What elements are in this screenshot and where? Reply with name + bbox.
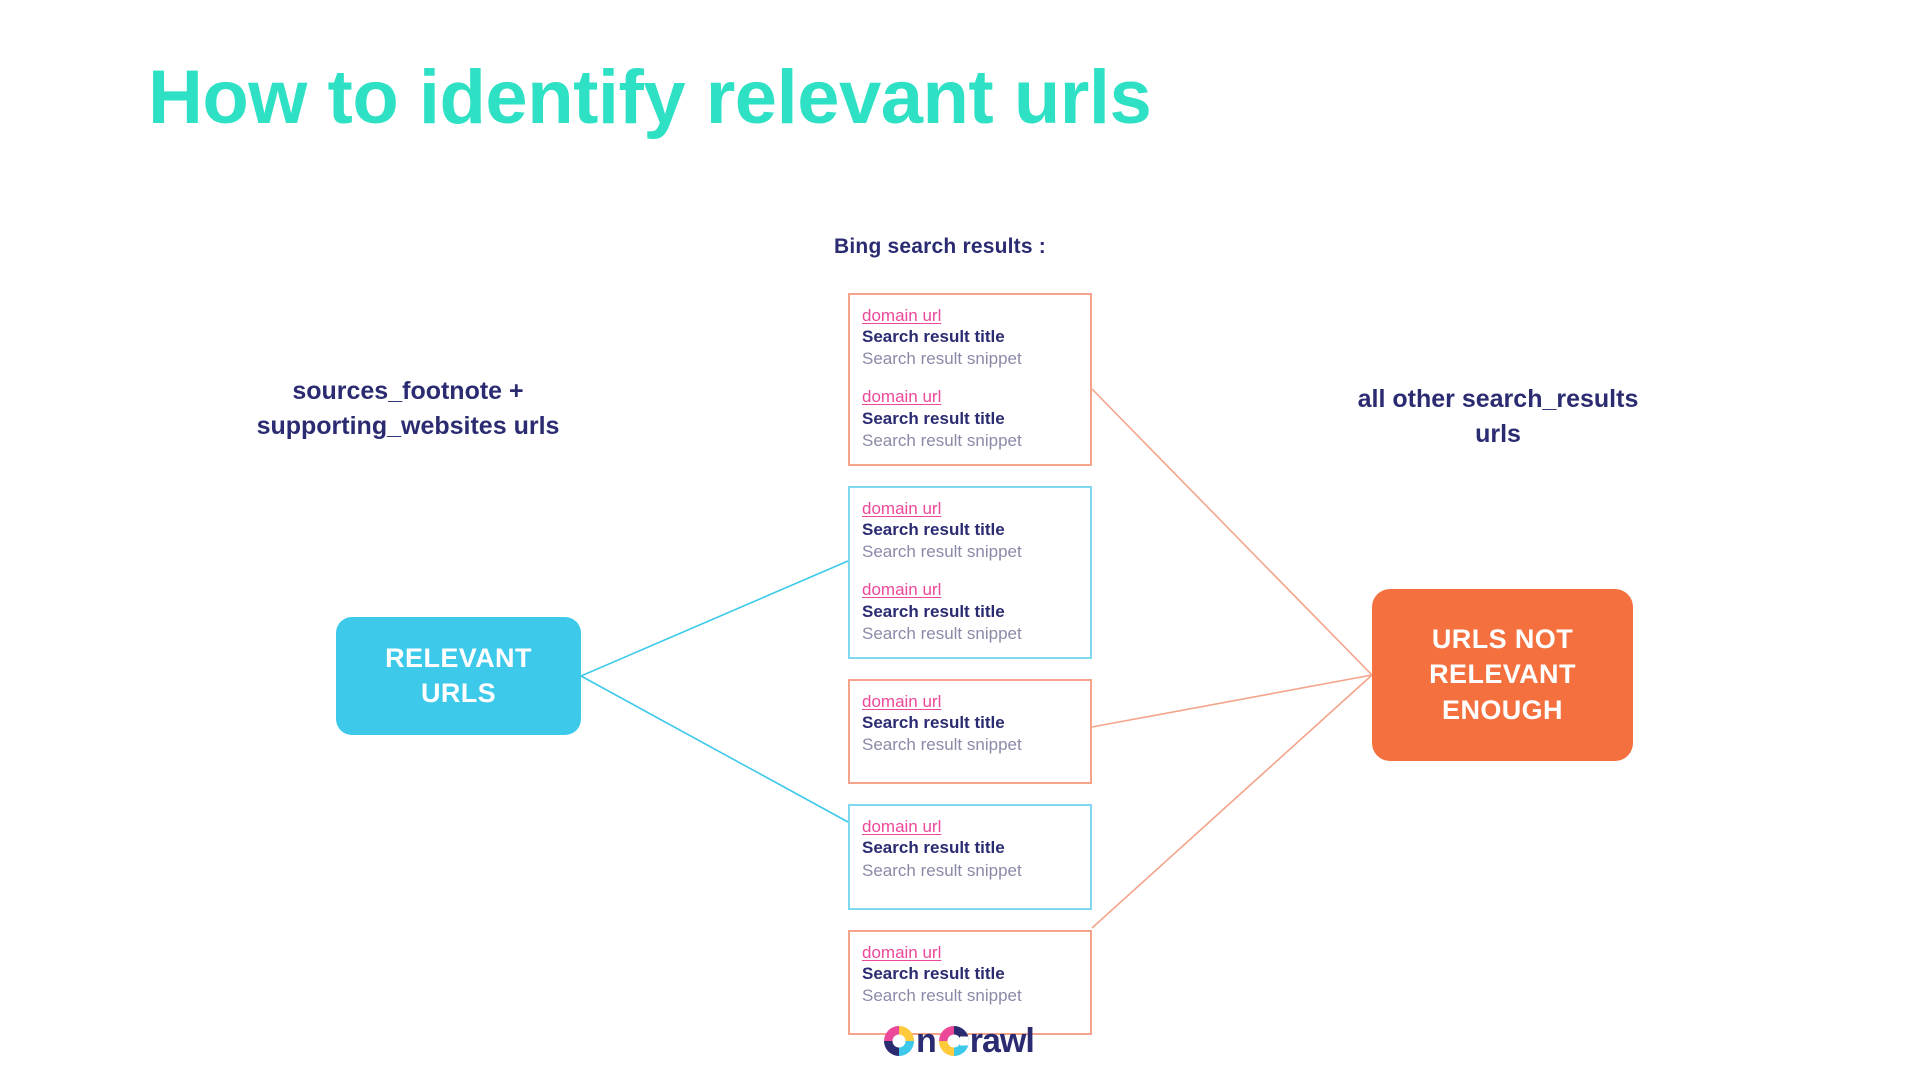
- serp-result-snippet: Search result snippet: [862, 623, 1022, 643]
- serp-result-url[interactable]: domain url: [862, 691, 942, 711]
- serp-result-title[interactable]: Search result title: [862, 963, 1005, 983]
- serp-result-url[interactable]: domain url: [862, 817, 942, 837]
- not-relevant-line-3: ENOUGH: [1442, 694, 1563, 725]
- right-caption-line-1: all other: [1357, 385, 1455, 413]
- serp-result-url[interactable]: domain url: [862, 387, 942, 407]
- relevant-urls-line-1: RELEVANT: [385, 642, 532, 673]
- serp-result-snippet: Search result snippet: [862, 349, 1022, 369]
- serp-result-title[interactable]: Search result title: [862, 838, 1005, 858]
- not-relevant-connector-line: [1091, 674, 1373, 728]
- right-caption-line-3: urls: [1475, 419, 1521, 448]
- serp-result-title[interactable]: Search result title: [862, 520, 1005, 540]
- serp-result-title[interactable]: Search result title: [862, 713, 1005, 732]
- serp-result-url[interactable]: domain url: [862, 580, 942, 600]
- serp-result-title[interactable]: Search result title: [862, 601, 1005, 621]
- left-caption: sources_footnote + supporting_websites u…: [228, 374, 588, 443]
- orange-connector-group: [1091, 388, 1373, 929]
- left-caption-line-4: urls: [513, 411, 560, 440]
- oncrawl-logo-n: n: [916, 1022, 937, 1060]
- oncrawl-o-icon: [884, 1026, 914, 1056]
- right-caption-line-2: search_results: [1461, 385, 1639, 413]
- serp-result-title[interactable]: Search result title: [862, 327, 1005, 347]
- serp-result-snippet: Search result snippet: [862, 542, 1022, 562]
- serp-result-title[interactable]: Search result title: [862, 408, 1005, 428]
- relevant-urls-node: RELEVANT URLS: [336, 617, 581, 735]
- urls-not-relevant-node: URLS NOT RELEVANT ENOUGH: [1372, 589, 1633, 761]
- serp-result-url[interactable]: domain url: [862, 306, 942, 325]
- left-caption-line-1: sources_footnote: [292, 377, 503, 405]
- oncrawl-logo: n rawl: [884, 1021, 1035, 1061]
- not-relevant-connector-line: [1091, 674, 1373, 929]
- serp-result-snippet: Search result snippet: [862, 860, 1022, 880]
- oncrawl-logo-text: rawl: [969, 1022, 1035, 1060]
- serp-result-snippet: Search result snippet: [862, 985, 1022, 1005]
- oncrawl-c-icon: [938, 1026, 969, 1056]
- serp-column-header: Bing search results :: [834, 235, 1046, 258]
- left-caption-line-2: +: [509, 377, 524, 405]
- not-relevant-connector-line: [1091, 388, 1373, 676]
- cyan-connector-group: [580, 560, 849, 823]
- serp-result-url[interactable]: domain url: [862, 498, 942, 518]
- serp-result-snippet: Search result snippet: [862, 430, 1022, 450]
- serp-result-url[interactable]: domain url: [862, 942, 942, 962]
- not-relevant-line-1: URLS NOT: [1431, 624, 1574, 655]
- relevant-connector-line: [580, 675, 849, 823]
- serp-result-snippet: Search result snippet: [862, 735, 1022, 755]
- not-relevant-line-2: RELEVANT: [1429, 659, 1576, 690]
- right-caption: all other search_results urls: [1348, 382, 1648, 451]
- left-caption-line-3: supporting_websites: [256, 411, 507, 440]
- page-title: How to identify relevant urls: [148, 55, 1152, 140]
- relevant-connector-line: [580, 560, 849, 677]
- relevant-urls-line-2: URLS: [420, 678, 497, 708]
